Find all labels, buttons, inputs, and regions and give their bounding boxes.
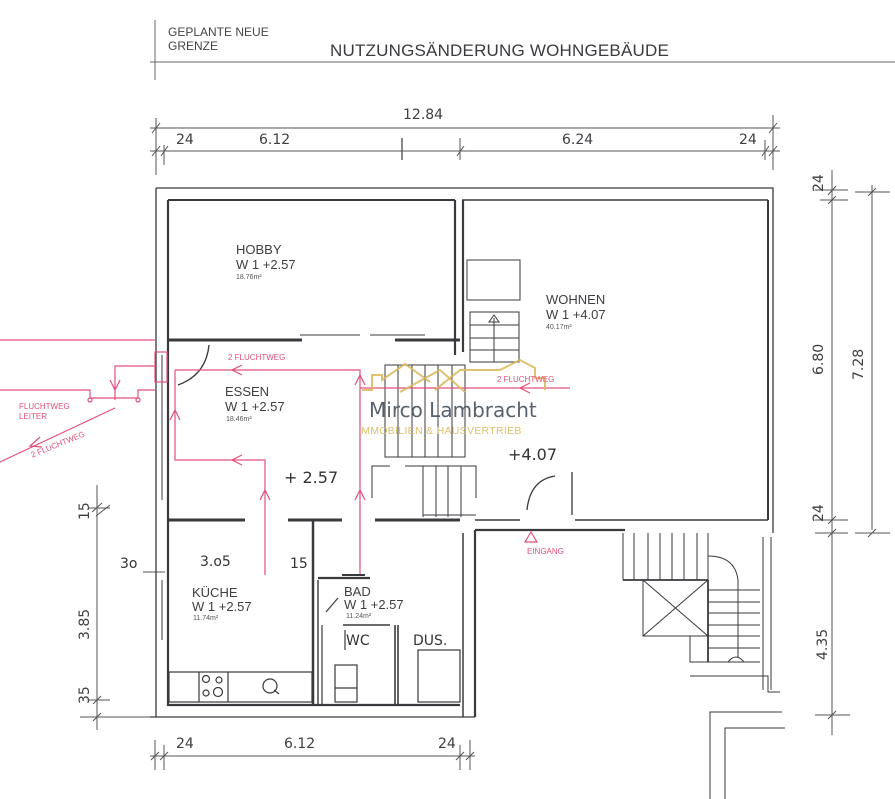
room-area: 18.46m² — [226, 416, 252, 423]
room-level: W 1 +2.57 — [192, 599, 252, 614]
room-level: W 1 +2.57 — [236, 257, 296, 272]
room-name: HOBBY — [236, 242, 282, 257]
interior-walls — [161, 200, 465, 705]
escape-route-label-wohnen: 2 FLUCHTWEG — [497, 375, 555, 384]
shower-label: DUS. — [413, 633, 448, 649]
room-level: W 1 +2.57 — [344, 597, 404, 612]
dim-kitchen-partition: 15 — [290, 556, 308, 572]
kitchen-counter — [168, 671, 313, 703]
watermark-subtitle: IMMOBILIEN & HAUSVERTRIEB — [358, 425, 522, 437]
dim-top-left-span: 6.12 — [259, 132, 291, 148]
stair-exterior — [622, 533, 785, 799]
dim-right-top-wall: 24 — [811, 174, 827, 192]
room-area: 11.24m² — [346, 613, 372, 620]
escape-ladder-label-2: LEITER — [19, 412, 48, 421]
floor-level-essen: + 2.57 — [284, 468, 339, 487]
left-dimension-chain — [80, 485, 165, 730]
dim-bottom-right-wall: 24 — [438, 736, 456, 752]
dim-right-total: 7.28 — [851, 348, 867, 380]
dim-kitchen-wall: 3o — [120, 556, 138, 572]
escape-route-label-hobby: 2 FLUCHTWEG — [228, 353, 286, 362]
room-area: 18.76m² — [236, 274, 262, 281]
dim-kitchen-width: 3.o5 — [200, 554, 231, 570]
dim-top-right-wall: 24 — [739, 132, 757, 148]
room-level: W 1 +2.57 — [225, 399, 285, 414]
dim-left-top: 15 — [77, 502, 93, 520]
dim-right-lower-span: 4.35 — [815, 628, 831, 660]
dim-bottom-span: 6.12 — [284, 736, 316, 752]
plan-title: NUTZUNGSÄNDERUNG WOHNGEBÄUDE — [330, 41, 670, 60]
escape-routes — [0, 339, 570, 576]
dim-left-span: 3.85 — [77, 608, 93, 640]
wc-label: WC — [346, 633, 370, 649]
dim-left-bottom: 35 — [77, 686, 93, 704]
dim-top-left-wall: 24 — [176, 132, 194, 148]
entrance-label: EINGANG — [527, 547, 564, 556]
boundary-note-line2: GRENZE — [168, 39, 219, 53]
room-name: ESSEN — [225, 384, 270, 399]
dim-right-bottom-wall: 24 — [811, 504, 827, 522]
boundary-note-line1: GEPLANTE NEUE — [168, 25, 269, 39]
room-level: W 1 +4.07 — [546, 307, 606, 322]
dim-right-span: 6.80 — [811, 343, 827, 375]
right-dimension-chain — [815, 170, 890, 735]
room-area: 40.17m² — [546, 324, 572, 331]
watermark-name: Mirco Lambracht — [369, 398, 537, 422]
stair-upper — [466, 259, 521, 363]
header-rule — [150, 20, 895, 80]
dim-top-right-span: 6.24 — [562, 132, 594, 148]
room-area: 11.74m² — [193, 615, 219, 622]
floor-level-wohnen: +4.07 — [508, 445, 558, 464]
bottom-dimension-chain — [150, 740, 475, 770]
room-name: WOHNEN — [546, 292, 606, 307]
watermark-roof-icon — [362, 358, 546, 393]
room-name: KÜCHE — [192, 585, 238, 600]
dim-top-total: 12.84 — [403, 107, 444, 123]
dim-bottom-left-wall: 24 — [176, 736, 194, 752]
escape-ladder-label-1: FLUCHTWEG — [19, 402, 70, 411]
top-dimension-chain — [150, 115, 780, 175]
bath-fixtures — [325, 597, 461, 703]
room-name: BAD — [344, 584, 371, 599]
